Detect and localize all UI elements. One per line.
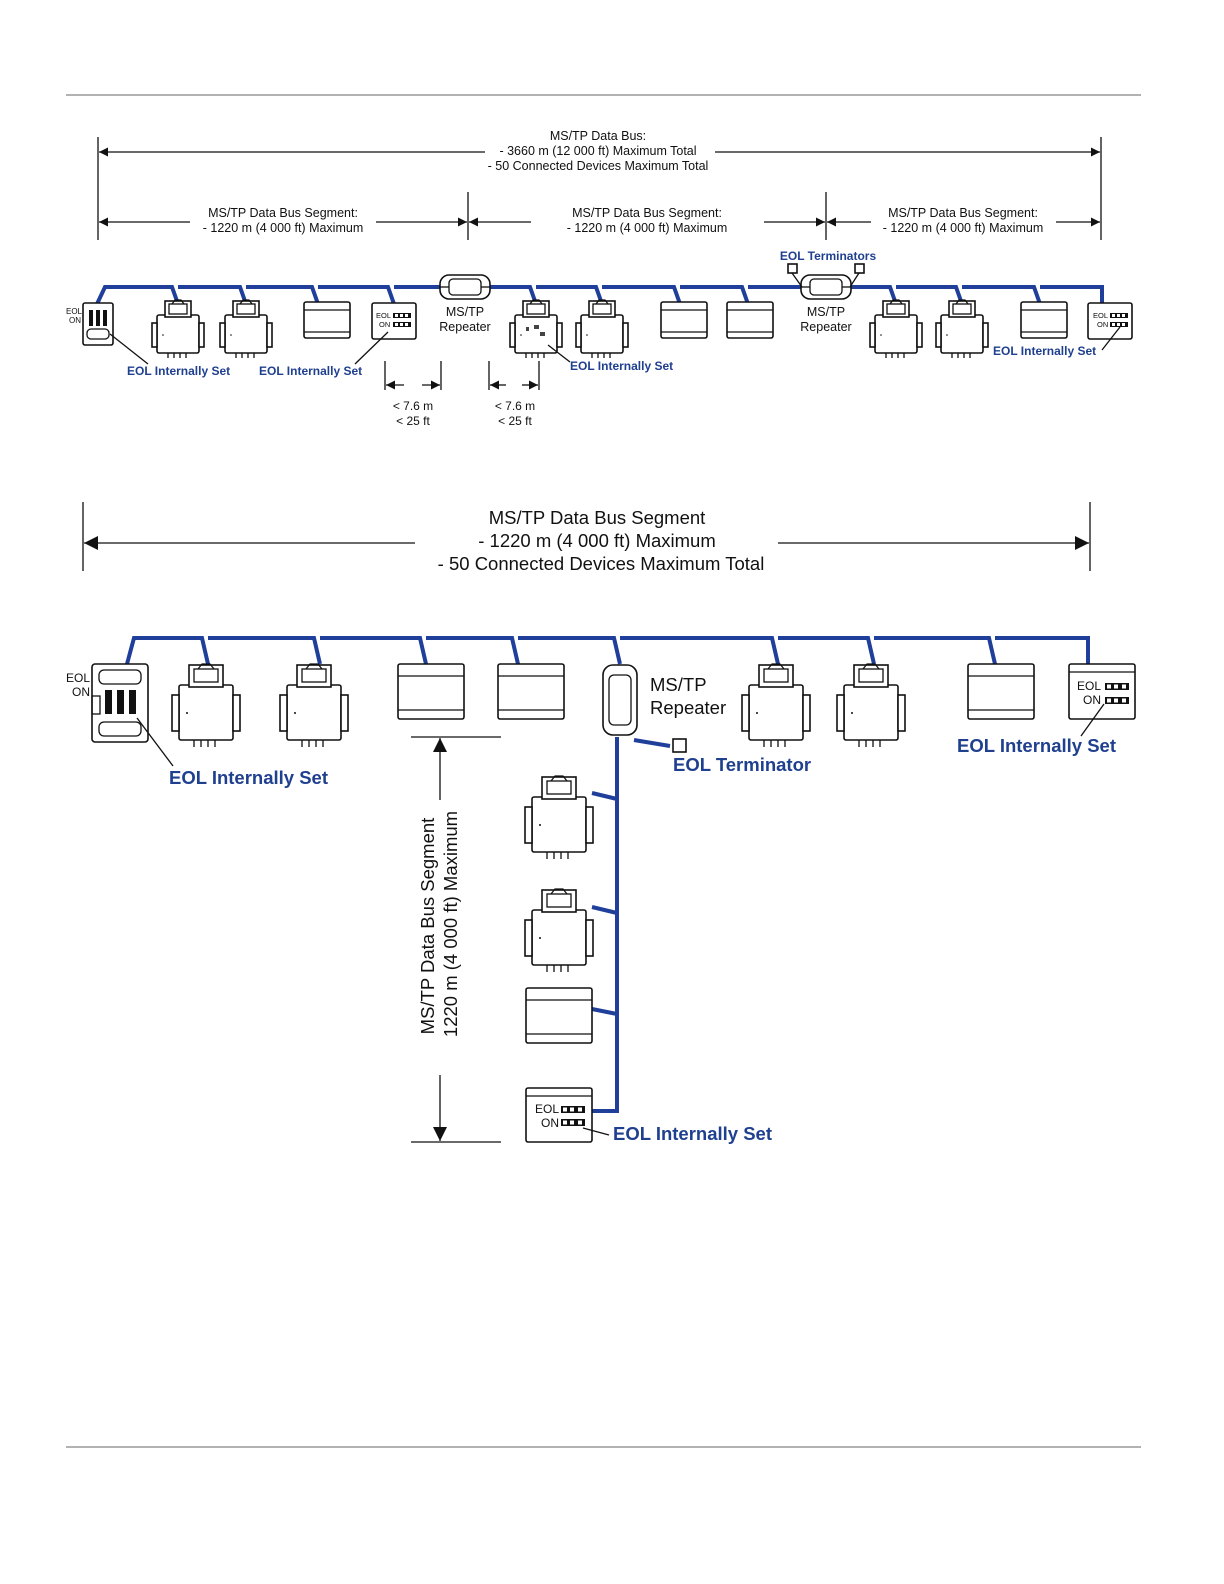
repeater-1-line-2: Repeater: [439, 320, 490, 334]
controller-3: [575, 299, 629, 359]
io-module-large-1: [397, 663, 465, 720]
controller-1: [151, 299, 205, 359]
segment-2-length: - 1220 m (4 000 ft) Maximum: [567, 221, 727, 235]
controller-large-4: [836, 663, 906, 748]
bus-wire-top-2: [490, 285, 801, 305]
controller-large-2: [279, 663, 349, 748]
repeater-1-line-1: MS/TP: [446, 305, 484, 319]
segment-1-length: - 1220 m (4 000 ft) Maximum: [203, 221, 363, 235]
eol-controller-left: [82, 302, 114, 346]
bus-wire-top-1: [95, 285, 440, 305]
bus-wire-bottom-branch: [591, 737, 671, 1113]
eol-terminators-label: EOL Terminators: [780, 249, 877, 263]
eol-switch-on-2: ON: [1097, 320, 1108, 329]
io-module-large-3: [967, 663, 1035, 720]
eol-label-large-left: EOL: [66, 671, 90, 685]
eol-switch-large-on-right: ON: [1083, 693, 1101, 707]
eol-terminator-large: [672, 738, 687, 753]
eol-terminator-1: [787, 263, 798, 274]
repeater-large-line-2: Repeater: [650, 697, 726, 718]
repeater-large-line-1: MS/TP: [650, 674, 707, 695]
controller-5: [935, 299, 989, 359]
eol-switch-device-branch: [525, 1087, 593, 1143]
bus-wire-top-3: [851, 285, 1104, 305]
eol-internally-set-1: EOL Internally Set: [127, 364, 230, 378]
eol-switch-device-large-right: [1068, 663, 1136, 720]
repeater-2-line-1: MS/TP: [807, 305, 845, 319]
io-module-large-2: [497, 663, 565, 720]
eol-internally-set-2: EOL Internally Set: [259, 364, 362, 378]
segment-main-devices: - 50 Connected Devices Maximum Total: [438, 553, 765, 574]
repeater-2: [800, 274, 852, 300]
branch-io-module: [525, 987, 593, 1044]
eol-switch-large-on-branch: ON: [541, 1116, 559, 1130]
eol-internally-set-large-3: EOL Internally Set: [613, 1123, 772, 1144]
segment-3-title: MS/TP Data Bus Segment:: [888, 206, 1038, 220]
controller-4: [869, 299, 923, 359]
bus-total-length: - 3660 m (12 000 ft) Maximum Total: [499, 144, 696, 158]
eol-switch-device-1: [371, 302, 417, 340]
distance-1-ft: < 25 ft: [396, 414, 430, 428]
bus-total-title: MS/TP Data Bus:: [550, 129, 646, 143]
repeater-2-line-2: Repeater: [800, 320, 851, 334]
eol-internally-set-4: EOL Internally Set: [993, 344, 1096, 358]
segment-main-length: - 1220 m (4 000 ft) Maximum: [478, 530, 716, 551]
branch-controller-1: [524, 775, 594, 860]
io-module-4: [1020, 301, 1068, 339]
diagram-top: MS/TP Data Bus: - 3660 m (12 000 ft) Max…: [66, 129, 1133, 428]
eol-terminator-label: EOL Terminator: [673, 754, 811, 775]
segment-1-title: MS/TP Data Bus Segment:: [208, 206, 358, 220]
controller-large-3: [741, 663, 811, 748]
eol-switch-on-1: ON: [379, 320, 390, 329]
segment-3-length: - 1220 m (4 000 ft) Maximum: [883, 221, 1043, 235]
controller-eol-internal: [509, 299, 563, 359]
eol-switch-large-eol-branch: EOL: [535, 1102, 559, 1116]
controller-large-1: [171, 663, 241, 748]
vertical-segment-length: 1220 m (4 000 ft) Maximum: [440, 811, 461, 1037]
bus-wire-bottom-main: [125, 636, 1090, 665]
eol-switch-device-2: [1087, 302, 1133, 340]
segment-main-title: MS/TP Data Bus Segment: [489, 507, 706, 528]
diagram-bottom: MS/TP Data Bus Segment - 1220 m (4 000 f…: [66, 502, 1136, 1144]
distance-2-m: < 7.6 m: [495, 399, 535, 413]
controller-2: [219, 299, 273, 359]
eol-label-left: EOL: [66, 307, 83, 316]
io-module-1: [303, 301, 351, 339]
branch-controller-2: [524, 888, 594, 973]
repeater-1: [439, 274, 491, 300]
vertical-segment-title: MS/TP Data Bus Segment: [417, 818, 438, 1035]
segment-2-title: MS/TP Data Bus Segment:: [572, 206, 722, 220]
eol-terminator-2: [854, 263, 865, 274]
distance-1-m: < 7.6 m: [393, 399, 433, 413]
eol-internally-set-3: EOL Internally Set: [570, 359, 673, 373]
on-label-left: ON: [69, 316, 81, 325]
io-module-3: [726, 301, 774, 339]
on-label-large-left: ON: [72, 685, 90, 699]
repeater-large: [602, 664, 638, 736]
eol-internally-set-large-2: EOL Internally Set: [957, 735, 1116, 756]
eol-controller-left-large: [91, 663, 149, 743]
eol-switch-eol-2: EOL: [1093, 311, 1108, 320]
io-module-2: [660, 301, 708, 339]
bus-total-devices: - 50 Connected Devices Maximum Total: [488, 159, 709, 173]
eol-internally-set-large-1: EOL Internally Set: [169, 767, 328, 788]
distance-2-ft: < 25 ft: [498, 414, 532, 428]
eol-switch-large-eol-right: EOL: [1077, 679, 1101, 693]
eol-switch-eol-1: EOL: [376, 311, 391, 320]
